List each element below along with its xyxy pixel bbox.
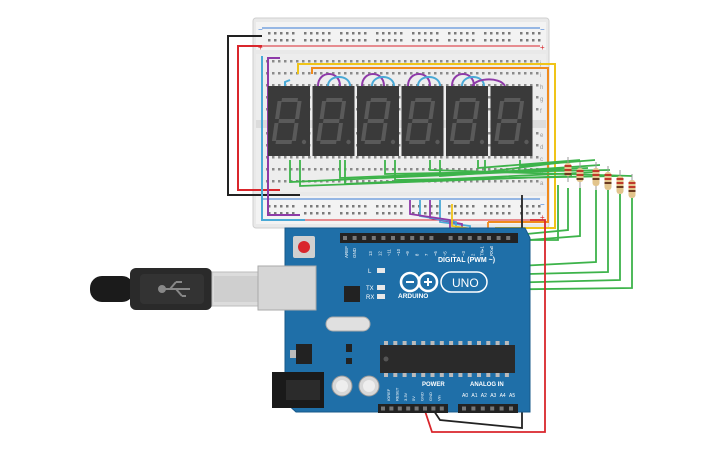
digital-pin-label: ~10 bbox=[396, 248, 401, 256]
svg-text:a: a bbox=[540, 181, 544, 187]
digital-pin-label: ~6 bbox=[433, 251, 438, 256]
rail-minus-label-bottom: − bbox=[540, 200, 545, 209]
analog-label: ANALOG IN bbox=[470, 382, 504, 388]
seven-segment-display-bank bbox=[268, 86, 533, 156]
power-pin-label: 3.3V bbox=[403, 392, 408, 401]
bottom-rail-holes bbox=[268, 205, 541, 215]
resistor[interactable] bbox=[576, 162, 584, 188]
rail-minus-label: − bbox=[258, 25, 263, 34]
power-pin-label: RESET bbox=[394, 387, 399, 401]
seven-segment-digit bbox=[312, 86, 355, 156]
svg-text:d: d bbox=[540, 145, 543, 151]
led-l bbox=[377, 268, 385, 273]
crystal bbox=[325, 316, 371, 332]
arduino-brand: ARDUINO bbox=[398, 293, 428, 300]
svg-text:e: e bbox=[540, 133, 544, 139]
rail-plus-label-bottom: + bbox=[540, 213, 545, 222]
seven-segment-digit bbox=[268, 86, 310, 156]
led-rx-label: RX bbox=[366, 295, 374, 301]
top-rail-holes bbox=[268, 32, 541, 42]
digital-label: DIGITAL (PWM ~) bbox=[438, 257, 495, 264]
power-pin-label: GND bbox=[428, 392, 433, 401]
digital-pin-label: ~3 bbox=[461, 251, 466, 256]
resistor[interactable] bbox=[592, 162, 600, 192]
led-tx bbox=[377, 285, 385, 290]
digital-pin-label: 4 bbox=[452, 253, 457, 256]
rail-minus-label-right: − bbox=[540, 25, 545, 34]
rail-plus-label-right: + bbox=[540, 43, 545, 52]
svg-text:c: c bbox=[540, 157, 543, 163]
aref-label: AREF bbox=[344, 246, 349, 258]
digital-pin-label: 8 bbox=[415, 253, 420, 256]
digital-pin-label: TX▸1 bbox=[480, 246, 485, 256]
led-l-label: L bbox=[368, 269, 372, 275]
analog-pin-label: A4 bbox=[500, 393, 506, 399]
power-pin-label: 5V bbox=[411, 396, 416, 401]
arduino-logo-icon bbox=[399, 271, 439, 293]
digital-pin-label: RX◂0 bbox=[489, 245, 494, 256]
resistor[interactable] bbox=[564, 157, 572, 182]
led-rx bbox=[377, 294, 385, 299]
digital-header[interactable] bbox=[340, 233, 518, 243]
seven-segment-digit bbox=[401, 86, 444, 156]
wires-breadboard[interactable] bbox=[227, 35, 556, 229]
svg-text:g: g bbox=[540, 97, 543, 103]
power-label: POWER bbox=[422, 382, 445, 388]
seven-segment-digit bbox=[357, 86, 399, 156]
analog-pin-label: A2 bbox=[481, 393, 487, 399]
wire-black-gnd-top bbox=[227, 35, 300, 196]
digital-pin-label: ~5 bbox=[442, 251, 447, 256]
digital-pin-holes bbox=[343, 236, 511, 240]
digital-pin-label: ~9 bbox=[405, 251, 410, 256]
resistor-bank[interactable] bbox=[564, 157, 636, 204]
atmega-chip bbox=[380, 345, 515, 373]
wire-orange-loop bbox=[311, 67, 549, 223]
gnd-label: GND bbox=[352, 247, 357, 258]
usb-icon bbox=[158, 281, 190, 297]
wire-red-5v bbox=[423, 219, 546, 433]
svg-text:i: i bbox=[540, 73, 541, 79]
svg-text:h: h bbox=[540, 85, 543, 91]
led-tx-label: TX bbox=[366, 286, 374, 292]
digital-pin-label: 12 bbox=[377, 251, 382, 256]
seven-segment-digit bbox=[446, 86, 488, 156]
usb-chip bbox=[344, 286, 360, 302]
usb-cable[interactable] bbox=[90, 268, 261, 310]
digital-pin-label: ~11 bbox=[387, 249, 392, 256]
analog-pin-label: A0 bbox=[462, 393, 468, 399]
analog-pin-label: A5 bbox=[509, 393, 515, 399]
wire-yellow-loop bbox=[297, 63, 556, 229]
svg-text:f: f bbox=[540, 109, 542, 115]
analog-pin-label: A1 bbox=[471, 393, 477, 399]
power-pin-label: IOREF bbox=[386, 388, 391, 401]
analog-pin-label: A3 bbox=[490, 393, 496, 399]
digital-pin-label: 13 bbox=[368, 251, 373, 256]
digital-pin-labels: 13 12 ~11 ~10 ~9 8 7 ~6 ~5 4 ~3 2 TX▸1 RX◂0 bbox=[368, 245, 494, 256]
voltage-regulator bbox=[296, 344, 312, 364]
seven-segment-digit bbox=[490, 86, 533, 156]
analog-header[interactable] bbox=[458, 404, 518, 413]
uno-label: UNO bbox=[452, 276, 479, 290]
digital-pin-label: 2 bbox=[470, 253, 475, 256]
wire-blue-left bbox=[261, 56, 305, 221]
power-pin-label: Vin bbox=[436, 395, 441, 401]
usb-jack bbox=[257, 265, 317, 311]
digital-pin-label: 7 bbox=[424, 253, 429, 256]
power-pin-label: GND bbox=[420, 392, 425, 401]
rail-plus-label: + bbox=[258, 43, 263, 52]
resistor[interactable] bbox=[604, 166, 612, 196]
wire-red-vcc-top bbox=[237, 45, 280, 191]
power-header[interactable] bbox=[378, 404, 448, 413]
